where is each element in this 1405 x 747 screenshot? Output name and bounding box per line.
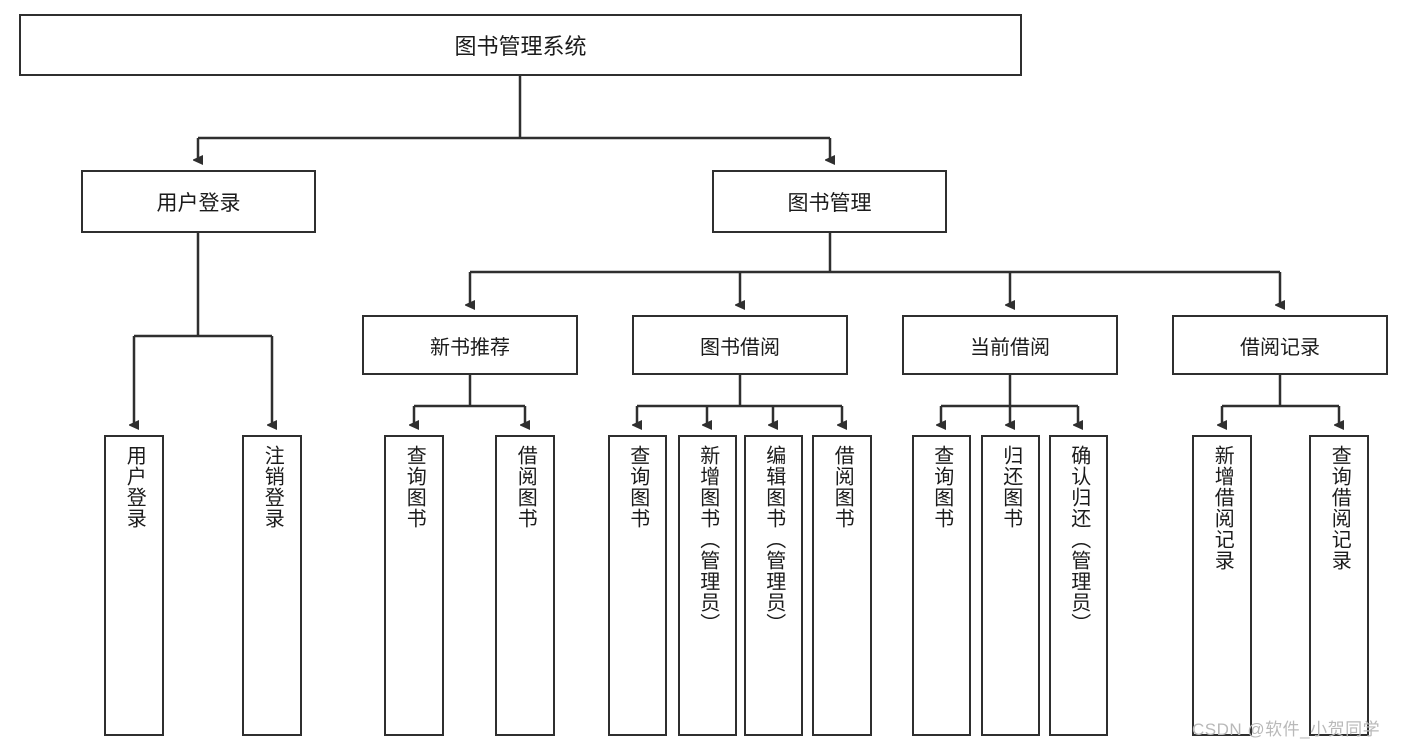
node-new-book-recommend[interactable]: 新书推荐 [362, 315, 578, 375]
leaf-label: 查询图书 [930, 445, 953, 529]
leaf-record-add-record[interactable]: 新增借阅记录 [1192, 435, 1252, 736]
leaf-label: 查询借阅记录 [1328, 445, 1351, 571]
leaf-borrow-query-book[interactable]: 查询图书 [608, 435, 667, 736]
node-label: 当前借阅 [970, 336, 1050, 359]
node-current-borrow[interactable]: 当前借阅 [902, 315, 1118, 375]
leaf-label: 编辑图书（管理员） [762, 445, 785, 634]
node-book-borrow[interactable]: 图书借阅 [632, 315, 848, 375]
node-book-management[interactable]: 图书管理 [712, 170, 947, 233]
leaf-current-query-book[interactable]: 查询图书 [912, 435, 971, 736]
leaf-label: 查询图书 [403, 445, 426, 529]
leaf-borrow-edit-book-admin[interactable]: 编辑图书（管理员） [744, 435, 803, 736]
leaf-user-login-login[interactable]: 用户登录 [104, 435, 164, 736]
leaf-borrow-borrow-book[interactable]: 借阅图书 [812, 435, 872, 736]
leaf-label: 借阅图书 [831, 445, 854, 529]
node-label: 图书借阅 [700, 336, 780, 359]
leaf-recommend-borrow-book[interactable]: 借阅图书 [495, 435, 555, 736]
leaf-label: 新增图书（管理员） [696, 445, 719, 634]
node-label: 图书管理系统 [454, 34, 587, 59]
leaf-current-return-book[interactable]: 归还图书 [981, 435, 1040, 736]
leaf-label: 归还图书 [999, 445, 1022, 529]
leaf-label: 确认归还（管理员） [1067, 445, 1090, 634]
node-borrow-record[interactable]: 借阅记录 [1172, 315, 1388, 375]
leaf-label: 新增借阅记录 [1211, 445, 1234, 571]
leaf-current-confirm-return-admin[interactable]: 确认归还（管理员） [1049, 435, 1108, 736]
leaf-record-query-record[interactable]: 查询借阅记录 [1309, 435, 1369, 736]
node-label: 借阅记录 [1240, 336, 1320, 359]
node-label: 新书推荐 [430, 336, 510, 359]
node-user-login[interactable]: 用户登录 [81, 170, 316, 233]
leaf-user-login-logout[interactable]: 注销登录 [242, 435, 302, 736]
node-label: 用户登录 [156, 191, 241, 215]
node-label: 图书管理 [787, 191, 872, 215]
leaf-label: 查询图书 [626, 445, 649, 529]
leaf-label: 借阅图书 [514, 445, 537, 529]
leaf-label: 注销登录 [261, 445, 284, 529]
leaf-borrow-add-book-admin[interactable]: 新增图书（管理员） [678, 435, 737, 736]
leaf-label: 用户登录 [123, 445, 146, 529]
csdn-watermark: CSDN @软件_小贺同学 [1192, 720, 1381, 739]
leaf-recommend-query-book[interactable]: 查询图书 [384, 435, 444, 736]
node-root-system[interactable]: 图书管理系统 [19, 14, 1022, 76]
